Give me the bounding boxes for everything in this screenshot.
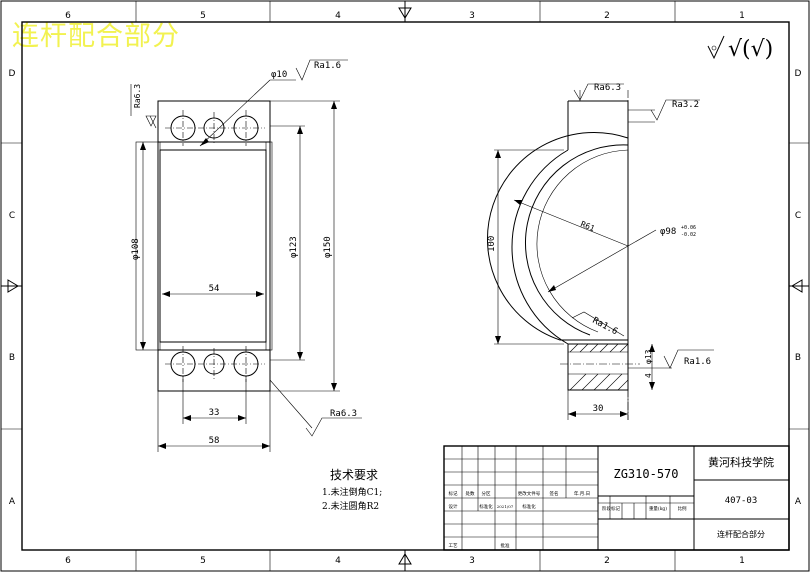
tb-cell: 比例 (678, 505, 687, 512)
dim30-label: 30 (593, 404, 604, 414)
left-body-outline (157, 100, 271, 392)
tech-note-2: 2.未注圆角R2 (322, 500, 379, 512)
tb-cell: 签名 (550, 490, 559, 497)
ra16-right-label: Ra1.6 (684, 357, 711, 367)
watermark-title: 连杆配合部分 (12, 21, 180, 52)
zone-col-label: 3 (469, 11, 475, 21)
tech-title: 技术要求 (330, 468, 378, 482)
right-view: R61 φ98 +0.06 -0.02 Ra6.3 Ra3.2 100 Ra1.… (487, 83, 714, 420)
zone-col-label: 6 (65, 11, 71, 21)
dim58-label: 58 (209, 436, 220, 446)
tb-cell: 设计 (449, 503, 458, 510)
r61-label: R61 (579, 220, 596, 234)
part-name: 连杆配合部分 (717, 529, 765, 539)
zone-row-label: C (9, 211, 15, 221)
title-block: ZG310-570 黄河科技学院 407-03 连杆配合部分 标记 处数 分区 … (443, 445, 790, 551)
tb-cell: 年.月.日 (574, 490, 590, 497)
school-name: 黄河科技学院 (708, 455, 774, 469)
phi150-label: φ150 (323, 236, 333, 258)
drawing-code: 407-03 (725, 496, 758, 506)
tech-note-1: 1.未注倒角C1; (322, 486, 382, 498)
left-view: φ10 Ra1.6 Ra6.3 φ108 φ123 φ150 54 33 (130, 59, 362, 452)
phi123-label: φ123 (289, 236, 299, 258)
zone-col-label: 4 (335, 556, 341, 566)
dim33-label: 33 (209, 408, 220, 418)
zone-col-label: 6 (65, 556, 71, 566)
ra16-arc-label: Ra1.6 (591, 316, 620, 338)
phi98-label: φ98 (660, 227, 676, 237)
phi13-label: φ13 (644, 349, 653, 364)
dim4-label: 4 (644, 373, 653, 378)
tb-cell: 重量(kg) (649, 505, 667, 512)
phi98-tol-low: -0.02 (681, 232, 696, 238)
tb-cell: 工艺 (449, 543, 458, 549)
ra63-right-top-label: Ra6.3 (594, 83, 621, 93)
zone-col-label: 2 (604, 11, 610, 21)
zone-row-label: A (795, 497, 802, 507)
zone-row-label: A (9, 497, 16, 507)
zone-col-label: 1 (739, 11, 745, 21)
tb-cell: 标记 (449, 490, 458, 497)
phi98-tol-up: +0.06 (681, 225, 696, 231)
ra16-top-label: Ra1.6 (314, 61, 341, 71)
general-roughness-symbol: √(√) (707, 35, 773, 62)
phi108-label: φ108 (131, 238, 141, 260)
tb-cell: 处数 (466, 490, 475, 497)
ra32-label: Ra3.2 (672, 100, 699, 110)
zone-row-label: C (795, 211, 801, 221)
phi10-label: φ10 (271, 70, 287, 80)
tech-requirements: 技术要求 1.未注倒角C1; 2.未注圆角R2 (322, 468, 382, 512)
tb-cell: 标准化 (522, 503, 536, 510)
tb-cell: 阶段标记 (602, 505, 620, 512)
zone-row-label: B (795, 353, 801, 363)
zone-row-label: D (795, 69, 802, 79)
ra63-bottom-label: Ra6.3 (330, 409, 357, 419)
tb-cell: 分区 (482, 490, 491, 497)
zone-row-label: D (9, 69, 16, 79)
tb-cell: 2021/07 (497, 504, 514, 509)
zone-row-label: B (9, 353, 15, 363)
zone-col-label: 2 (604, 556, 610, 566)
drawing-number: ZG310-570 (613, 467, 678, 481)
roughness-general-label: √(√) (728, 37, 773, 62)
tb-cell: 更改文件号 (518, 490, 541, 497)
dim100-label: 100 (487, 236, 497, 252)
tb-cell: 批准 (501, 542, 510, 549)
zone-col-label: 4 (335, 11, 341, 21)
ra63-left-label: Ra6.3 (133, 84, 142, 108)
zone-col-label: 3 (469, 556, 475, 566)
zone-col-label: 5 (200, 556, 206, 566)
zone-col-label: 1 (739, 556, 745, 566)
tb-cell: 标准化 (479, 503, 493, 510)
dim54-label: 54 (209, 284, 220, 294)
zone-col-label: 5 (200, 11, 206, 21)
